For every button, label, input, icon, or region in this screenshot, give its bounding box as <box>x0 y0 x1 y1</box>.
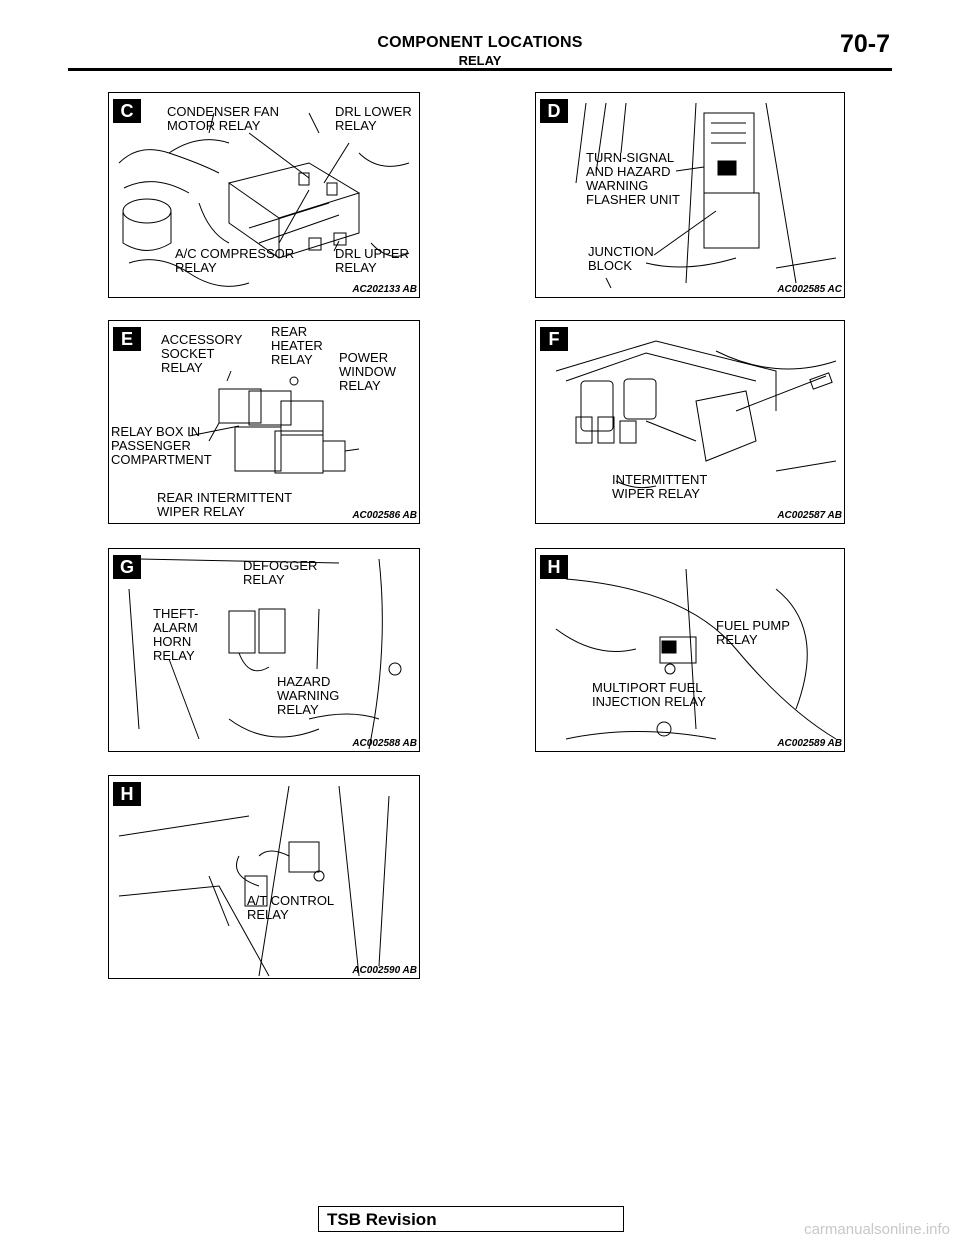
engine-bay-illustration <box>118 112 410 287</box>
callout-junction-block: JUNCTION BLOCK <box>588 244 654 273</box>
callout-fuel-pump-relay: FUEL PUMP RELAY <box>716 618 790 647</box>
callout-accessory-socket-relay: ACCESSORY SOCKET RELAY <box>161 332 243 375</box>
callout-rear-heater-relay: REAR HEATER RELAY <box>271 324 323 367</box>
page-number: 70-7 <box>839 30 890 58</box>
callout-relay-box-passenger-compartment: RELAY BOX IN PASSENGER COMPARTMENT <box>111 424 212 467</box>
figure-code: AC002588 AB <box>352 738 417 749</box>
panel-letter-badge: G <box>113 555 141 579</box>
callout-turn-signal-flasher-unit: TURN-SIGNAL AND HAZARD WARNING FLASHER U… <box>586 150 680 207</box>
figure-panel-e: E ACCESSORY SOCKET RELAY REAR HEATER REL… <box>108 320 420 524</box>
callout-at-control-relay: A/T CONTROL RELAY <box>247 893 335 922</box>
figure-code: AC002585 AC <box>777 284 842 295</box>
figure-panel-h-fuel: H FUEL PUMP RELAY MULTIPORT FUEL INJECTI… <box>535 548 845 752</box>
panel-letter-badge: H <box>113 782 141 806</box>
callout-power-window-relay: POWER WINDOW RELAY <box>339 350 397 393</box>
callout-drl-lower-relay: DRL LOWER RELAY <box>335 104 412 133</box>
figure-panel-h-at: H A/T CONTROL RELAY AC002590 AB <box>108 775 420 979</box>
section-subtitle: RELAY <box>458 53 502 68</box>
callout-theft-alarm-horn-relay: THEFT- ALARM HORN RELAY <box>153 606 199 663</box>
callout-rear-intermittent-wiper-relay: REAR INTERMITTENT WIPER RELAY <box>157 490 293 519</box>
panel-letter-badge: H <box>540 555 568 579</box>
figure-code: AC002590 AB <box>352 965 417 976</box>
dash-underside-illustration <box>128 558 402 750</box>
figure-panel-d: D TURN-SIGNAL AND HAZARD WARNING FLASHER… <box>535 92 845 298</box>
relay-box-illustration <box>188 370 360 474</box>
steering-column-illustration <box>555 340 837 489</box>
panel-letter-badge: E <box>113 327 141 351</box>
header-rule <box>68 68 892 71</box>
at-control-illustration <box>118 785 390 977</box>
figure-panel-f: F INTERMITTENT WIPER RELAY AC002587 AB <box>535 320 845 524</box>
figure-panel-g: G DEFOGGER RELAY THEFT- ALARM HORN RELAY… <box>108 548 420 752</box>
callout-ac-compressor-relay: A/C COMPRESSOR RELAY <box>175 246 295 275</box>
figure-code: AC002589 AB <box>777 738 842 749</box>
panel-letter-badge: F <box>540 327 568 351</box>
figure-panel-c: C CONDENSER FAN MOTOR RELAY DRL LOWER RE… <box>108 92 420 298</box>
tsb-revision-box: TSB Revision <box>318 1206 624 1232</box>
junction-block-illustration <box>575 102 837 289</box>
callout-intermittent-wiper-relay: INTERMITTENT WIPER RELAY <box>612 472 708 501</box>
figure-code: AC002587 AB <box>777 510 842 521</box>
section-title: COMPONENT LOCATIONS <box>377 34 583 51</box>
panel-letter-badge: C <box>113 99 141 123</box>
fuel-relay-illustration <box>555 568 837 740</box>
panel-letter-badge: D <box>540 99 568 123</box>
callout-condenser-fan-motor-relay: CONDENSER FAN MOTOR RELAY <box>167 104 279 133</box>
figure-code: AC202133 AB <box>352 284 417 295</box>
callout-defogger-relay: DEFOGGER RELAY <box>243 558 318 587</box>
callout-hazard-warning-relay: HAZARD WARNING RELAY <box>277 674 340 717</box>
figure-code: AC002586 AB <box>352 510 417 521</box>
callout-multiport-fuel-injection-relay: MULTIPORT FUEL INJECTION RELAY <box>592 680 706 709</box>
watermark: carmanualsonline.info <box>804 1221 950 1238</box>
callout-drl-upper-relay: DRL UPPER RELAY <box>335 246 409 275</box>
